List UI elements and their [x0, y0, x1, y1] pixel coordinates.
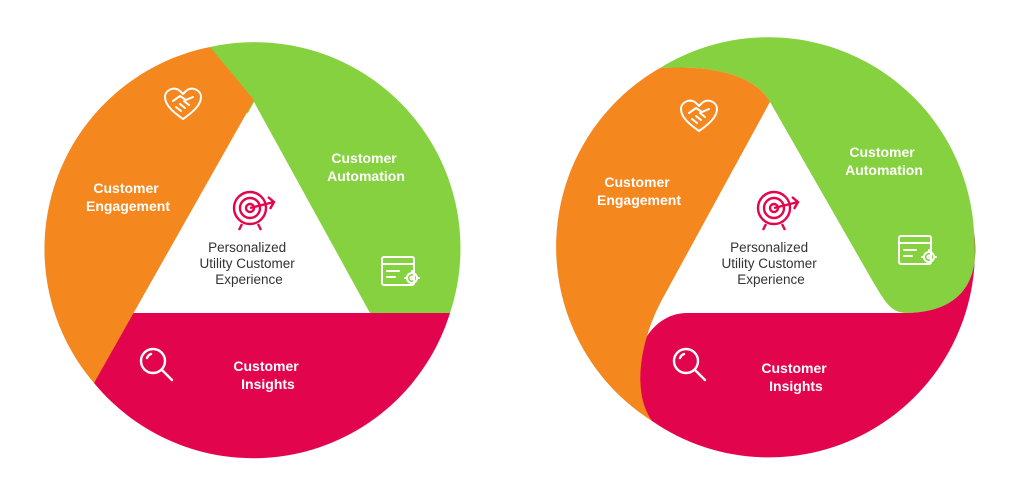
center-label-line: Experience — [215, 272, 283, 287]
engagement-label-line: Customer — [93, 180, 159, 196]
diagram-left: Personalized Utility Customer Experience… — [44, 42, 461, 459]
browser-gear-icon — [898, 235, 937, 265]
center-label-line: Personalized — [208, 240, 286, 255]
segment-automation — [210, 42, 461, 313]
insights-label: Customer Insights — [233, 358, 302, 392]
engagement-label-line: Engagement — [597, 192, 681, 208]
segment-engagement — [44, 47, 254, 383]
center-label-line: Personalized — [730, 240, 808, 255]
handshake-heart-icon — [164, 87, 202, 120]
insights-label-line: Insights — [769, 378, 823, 394]
center-label-line: Utility Customer — [199, 256, 295, 271]
center-label-line: Experience — [737, 272, 805, 287]
engagement-label: Customer Engagement — [597, 174, 681, 208]
insights-label: Customer Insights — [761, 360, 830, 394]
diagram-right: Personalized Utility Customer Experience… — [512, 0, 1024, 492]
center-label: Personalized Utility Customer Experience — [721, 240, 820, 287]
automation-label-line: Customer — [849, 144, 915, 160]
engagement-label-line: Customer — [604, 174, 670, 190]
target-arrow-icon — [756, 190, 800, 231]
diagram-right-svg: Personalized Utility Customer Experience… — [556, 37, 976, 458]
automation-label-line: Customer — [331, 150, 397, 166]
automation-label-line: Automation — [327, 168, 405, 184]
insights-label-line: Insights — [241, 376, 295, 392]
segment-engagement — [556, 67, 770, 422]
automation-label: Customer Automation — [845, 144, 923, 178]
engagement-label-line: Engagement — [86, 198, 170, 214]
center-label-line: Utility Customer — [721, 256, 817, 271]
segment-insights — [635, 232, 976, 458]
magnifier-icon — [672, 347, 707, 382]
segment-automation — [660, 37, 976, 313]
center-label: Personalized Utility Customer Experience — [199, 240, 298, 287]
segment-insights — [94, 313, 450, 459]
automation-label: Customer Automation — [327, 150, 405, 184]
automation-label-line: Automation — [845, 162, 923, 178]
diagram-left-svg: Personalized Utility Customer Experience… — [44, 42, 461, 459]
engagement-label: Customer Engagement — [86, 180, 170, 214]
target-arrow-icon — [232, 190, 276, 231]
insights-label-line: Customer — [761, 360, 827, 376]
magnifier-icon — [139, 347, 174, 382]
insights-label-line: Customer — [233, 358, 299, 374]
browser-gear-icon — [381, 256, 420, 286]
handshake-heart-icon — [680, 99, 718, 132]
